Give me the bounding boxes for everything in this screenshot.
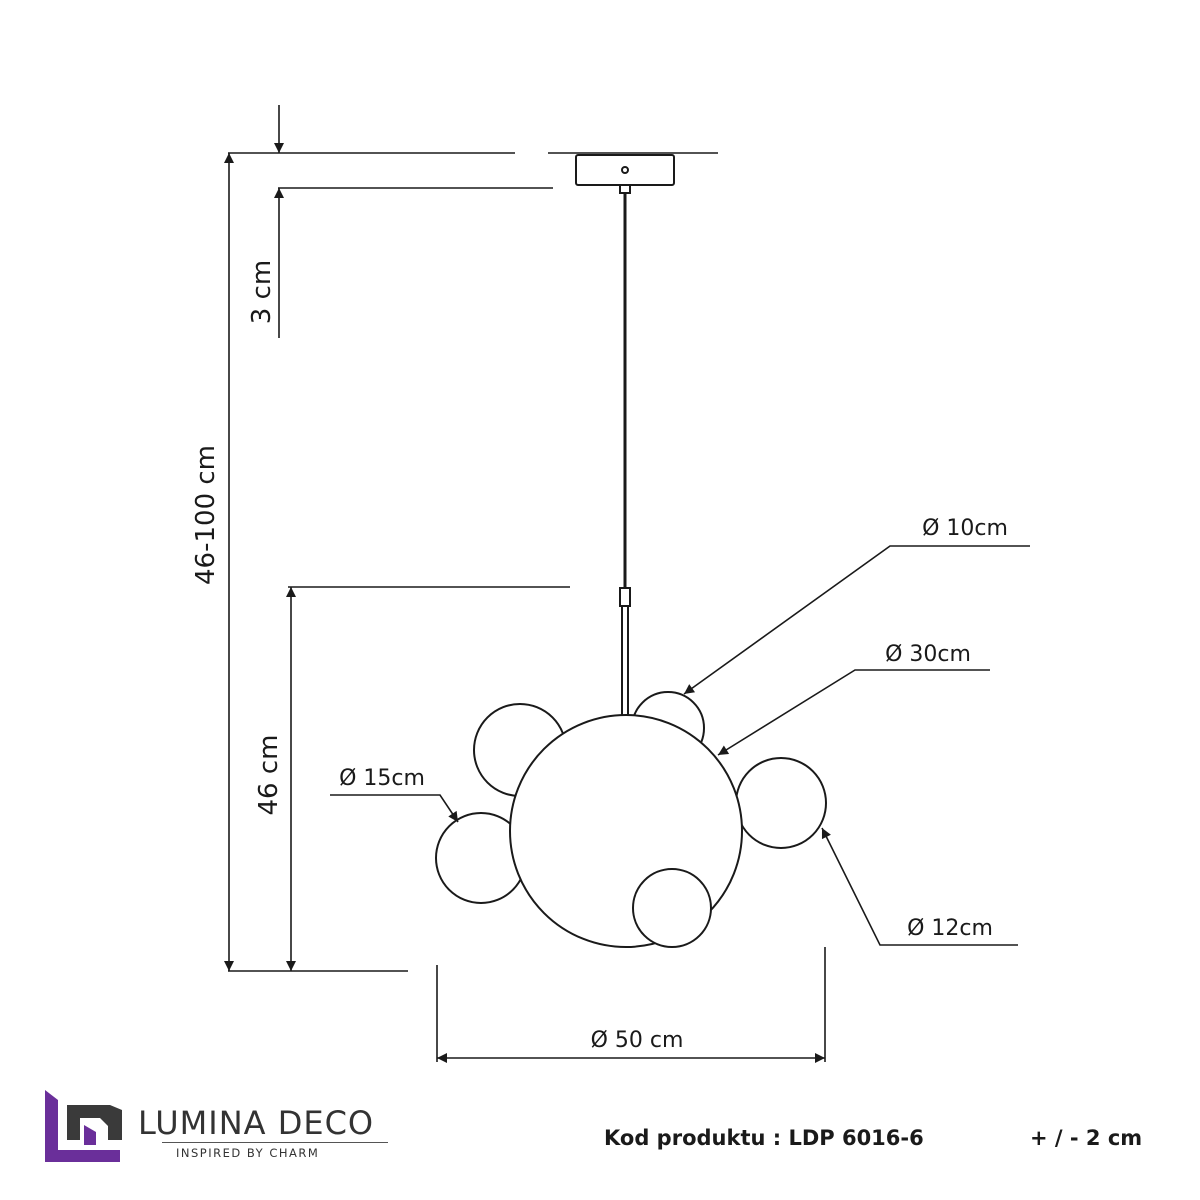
width-label: Ø 50 cm — [591, 1028, 684, 1053]
sphere-right — [735, 757, 827, 849]
total-height-label: 46-100 cm — [191, 445, 221, 585]
callout-leaders — [330, 545, 1030, 946]
canopy-screw — [621, 166, 629, 174]
brand-tagline: INSPIRED BY CHARM — [176, 1146, 320, 1160]
brand-logo-icon — [45, 1090, 122, 1162]
brand-divider — [162, 1142, 388, 1143]
product-code: Kod produktu : LDP 6016-6 — [604, 1126, 924, 1150]
cord-grip — [619, 184, 631, 194]
pendant-lamp — [435, 154, 827, 948]
sphere-bottom — [632, 868, 712, 948]
canopy-height-label: 3 cm — [247, 260, 277, 324]
callout-small-top: Ø 10cm — [922, 516, 1008, 541]
brand-name: LUMINA DECO — [138, 1104, 375, 1142]
cord-connector — [619, 587, 631, 607]
extension-lines — [228, 152, 826, 1062]
callout-main-sphere: Ø 30cm — [885, 642, 971, 667]
tolerance: + / - 2 cm — [1030, 1126, 1143, 1150]
callout-right-sphere: Ø 12cm — [907, 916, 993, 941]
stem-rod — [621, 605, 629, 717]
lamp-height-label: 46 cm — [254, 735, 284, 816]
callout-left-sphere: Ø 15cm — [339, 766, 425, 791]
